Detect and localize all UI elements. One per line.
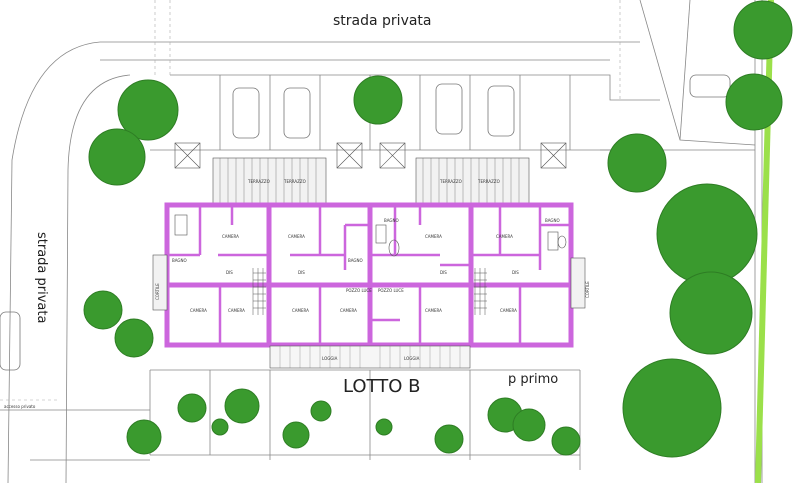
label-bagno-3: BAGNO (384, 218, 399, 223)
label-terrazzo-3: TERRAZZO (439, 179, 462, 184)
terraces (212, 157, 530, 204)
label-terrazzo-2: TERRAZZO (283, 179, 306, 184)
label-dis-4: DIS (512, 270, 519, 275)
green-strip (755, 0, 774, 483)
label-camera-5: CAMERA (190, 308, 207, 313)
label-camera-3: CAMERA (425, 234, 442, 239)
label-dis-2: DIS (298, 270, 305, 275)
label-dis-1: DIS (226, 270, 233, 275)
label-camera-2: CAMERA (288, 234, 305, 239)
label-piano: p primo (508, 372, 558, 387)
label-camera-8: CAMERA (340, 308, 357, 313)
label-camera-1: CAMERA (222, 234, 239, 239)
label-terrazzo-4: TERRAZZO (477, 179, 500, 184)
label-camera-10: CAMERA (500, 308, 517, 313)
label-lotto: LOTTO B (343, 376, 420, 397)
dashed-lines (0, 0, 621, 401)
label-camera-9: CAMERA (425, 308, 442, 313)
label-cortile-2: CORTILE (585, 281, 590, 298)
label-pozzo-1: POZZO LUCE (346, 288, 372, 293)
label-accesso-privato: accesso privato (4, 404, 36, 409)
trees (83, 0, 793, 458)
skylights (174, 142, 567, 169)
label-bagno-1: BAGNO (172, 258, 187, 263)
label-bagno-2: BAGNO (348, 258, 363, 263)
label-strada-privata-left: strada privata (34, 232, 49, 323)
interior-walls (167, 205, 571, 345)
label-camera-7: CAMERA (292, 308, 309, 313)
label-bagno-4: BAGNO (545, 218, 560, 223)
label-camera-4: CAMERA (496, 234, 513, 239)
label-strada-privata-top: strada privata (333, 13, 432, 29)
label-loggia-2: LOGGIA (404, 356, 420, 361)
fixtures (174, 214, 567, 257)
label-cortile-1: CORTILE (155, 283, 160, 300)
label-dis-3: DIS (440, 270, 447, 275)
label-terrazzo-1: TERRAZZO (247, 179, 270, 184)
label-pozzo-2: POZZO LUCE (378, 288, 404, 293)
room-labels: TERRAZZO TERRAZZO TERRAZZO TERRAZZO CAME… (172, 179, 560, 361)
label-loggia-1: LOGGIA (322, 356, 338, 361)
label-camera-6: CAMERA (228, 308, 245, 313)
stairs (252, 268, 487, 315)
parked-cars (0, 74, 731, 371)
side-balconies (152, 254, 586, 311)
